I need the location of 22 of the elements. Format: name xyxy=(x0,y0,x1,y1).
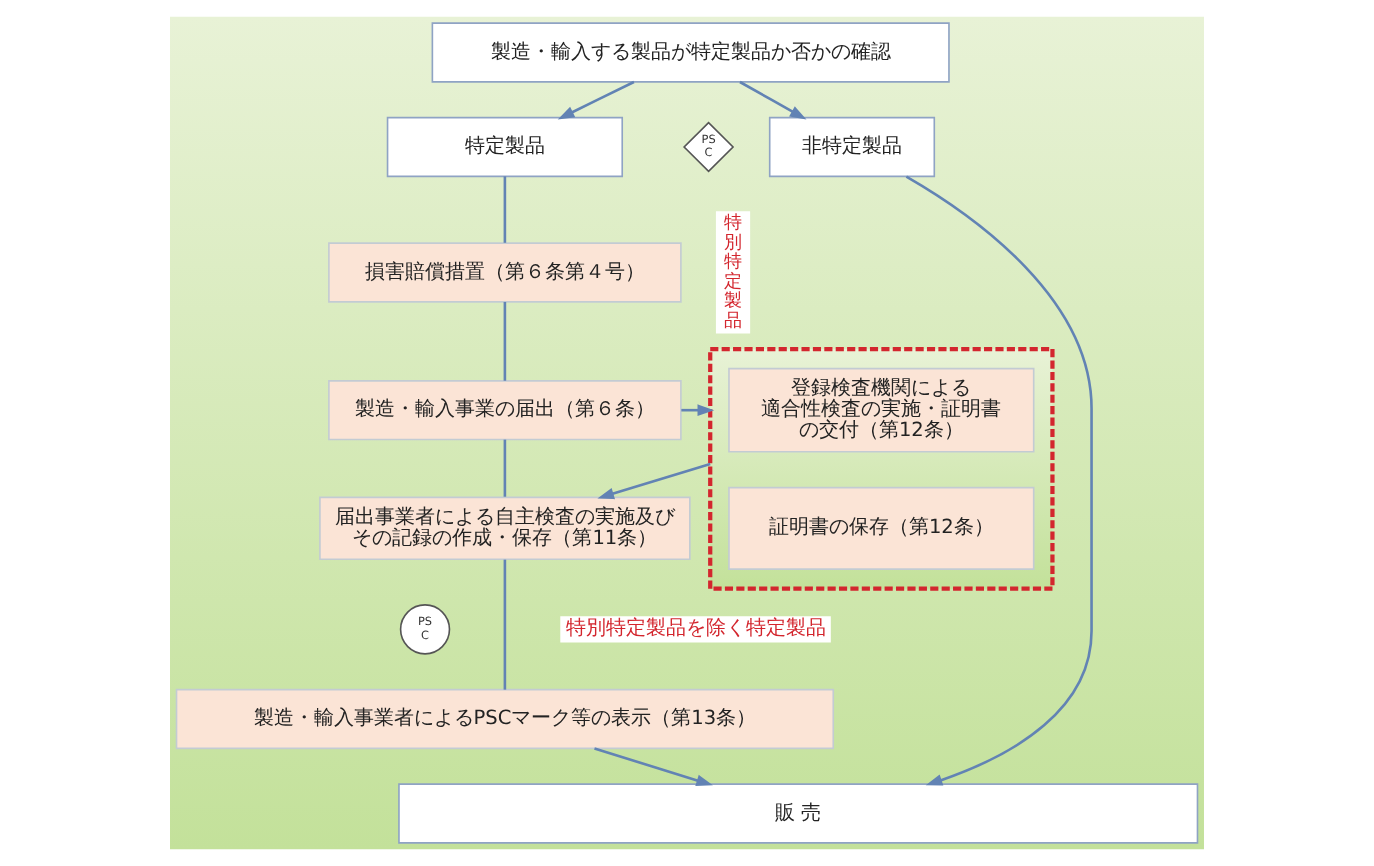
node-box: 製造・輸入事業者によるPSCマーク等の表示（第13条） xyxy=(175,688,835,750)
arrow xyxy=(739,80,807,120)
node-box: 届出事業者による自主検査の実施及びその記録の作成・保存（第11条） xyxy=(319,496,691,561)
node-box: 損害賠償措置（第６条第４号） xyxy=(328,242,682,303)
node-box: 特別特定製品を除く特定製品 xyxy=(560,616,831,643)
arrow xyxy=(905,175,1093,786)
connector xyxy=(503,439,507,497)
node-box: 登録検査機関による適合性検査の実施・証明書の交付（第12条） xyxy=(728,367,1035,453)
node-box: 販 売 xyxy=(398,783,1199,844)
node-box: 非特定製品 xyxy=(768,116,936,178)
node-box: 特定製品 xyxy=(386,116,624,178)
cluster xyxy=(708,346,1055,591)
node-box: 証明書の保存（第12条） xyxy=(728,486,1035,570)
connector xyxy=(503,559,507,690)
node-box: 特別特定製品 xyxy=(715,211,751,334)
arrow xyxy=(594,747,713,786)
arrow xyxy=(597,462,711,500)
connector xyxy=(503,301,507,381)
node-box: 製造・輸入する製品が特定製品か否かの確認 xyxy=(431,22,950,83)
connector xyxy=(503,176,507,243)
node-box: 製造・輸入事業の届出（第６条） xyxy=(328,380,682,441)
arrow xyxy=(557,80,635,120)
